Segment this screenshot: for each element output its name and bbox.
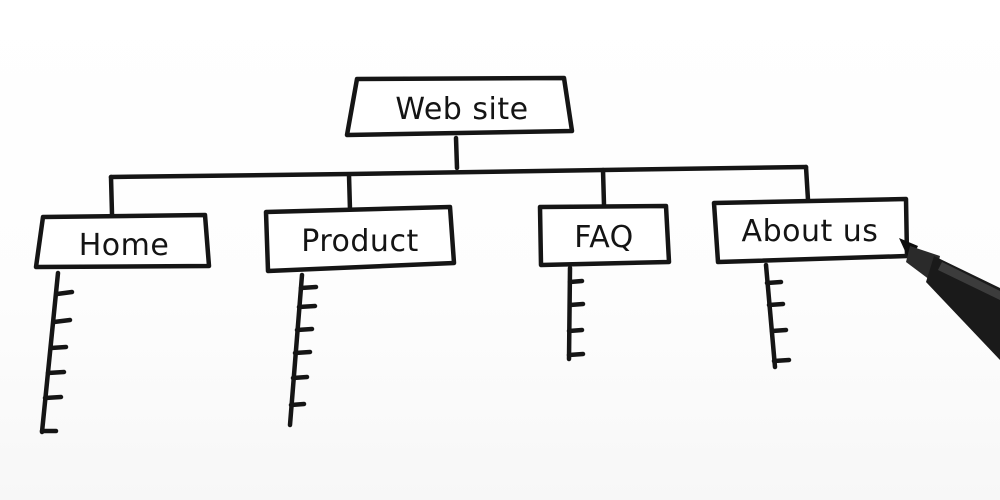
page-tick-home-4: [45, 369, 67, 376]
connector-faq: [600, 167, 607, 208]
page-tick-home-5: [42, 394, 64, 401]
page-tick-home-2: [51, 317, 73, 325]
node-web-site: Web site: [344, 75, 575, 138]
page-tick-product-4: [292, 349, 313, 356]
horizontal-connector: [108, 164, 809, 180]
node-about-us: About us: [711, 196, 910, 265]
root-stem: [453, 135, 460, 171]
node-box-about-us: [711, 196, 910, 265]
pen-tip: [899, 238, 918, 262]
page-tick-faq-1: [567, 278, 585, 285]
node-label-about-us: About us: [742, 214, 879, 249]
page-tick-product-5: [290, 374, 310, 381]
page-list-about-us: [763, 262, 792, 370]
node-box-product: [263, 204, 457, 274]
pen-highlight: [938, 262, 1000, 300]
page-list-spine-product: [287, 272, 305, 428]
connector-lines: [108, 135, 811, 217]
page-tick-about-us-3: [769, 327, 789, 334]
page-tick-product-6: [288, 401, 307, 408]
node-box-home: [33, 212, 212, 270]
connector-home: [108, 174, 115, 217]
page-list-product: [287, 272, 319, 428]
page-tick-faq-2: [567, 301, 586, 308]
node-product: Product: [263, 204, 457, 274]
page-tick-product-1: [298, 284, 319, 291]
node-box-faq: [537, 203, 672, 268]
node-label-home: Home: [79, 228, 170, 263]
page-tick-home-1: [54, 289, 75, 297]
node-faq: FAQ: [537, 203, 672, 268]
node-label-product: Product: [301, 224, 418, 259]
pen-icon: [899, 238, 1000, 360]
page-tick-about-us-2: [766, 301, 786, 308]
page-tick-faq-4: [566, 351, 586, 358]
connector-product: [346, 172, 353, 213]
page-tick-product-2: [296, 303, 318, 310]
node-home: Home: [33, 212, 212, 270]
page-tick-product-3: [294, 326, 315, 333]
node-box-web-site: [344, 75, 575, 138]
node-label-faq: FAQ: [574, 220, 634, 255]
page-tick-about-us-4: [771, 357, 792, 364]
pen-body: [926, 256, 1000, 360]
page-tick-faq-3: [566, 327, 585, 334]
page-tick-home-3: [48, 344, 69, 351]
node-label-web-site: Web site: [395, 92, 528, 127]
page-list-spine-home: [39, 270, 61, 435]
connector-about-us: [803, 164, 811, 203]
page-list-faq: [566, 265, 586, 362]
page-tick-about-us-1: [764, 279, 784, 286]
page-list-home: [39, 270, 75, 435]
